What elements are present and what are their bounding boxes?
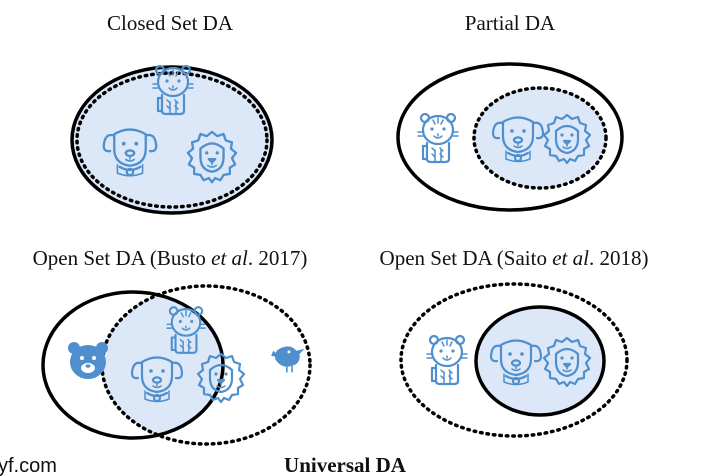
closed-set-target-domain: [75, 71, 269, 209]
open-set-busto-shared-area: [102, 292, 223, 438]
open-set-saito-source-domain: [474, 305, 606, 417]
universal-da-caption: Universal DA: [284, 453, 407, 476]
partial-source-domain: [396, 62, 624, 212]
open-set-saito-title: Open Set DA (Saito et al. 2018): [380, 246, 649, 270]
tiger-icon: [416, 112, 460, 164]
partial-panel: Partial DA: [396, 11, 624, 212]
open-set-saito-title-etal: et al: [552, 246, 589, 270]
open-set-busto-title: Open Set DA (Busto et al. 2017): [33, 246, 308, 270]
open-set-saito-target-domain: [399, 282, 629, 438]
partial-target-domain: [472, 86, 608, 190]
open-set-busto-title-etal: et al: [211, 246, 248, 270]
open-set-saito-panel: Open Set DA (Saito et al. 2018): [380, 246, 649, 438]
open-set-saito-title-suffix: . 2018): [589, 246, 649, 270]
tiger-icon: [425, 334, 469, 386]
closed-set-panel: Closed Set DA: [70, 11, 274, 215]
open-set-busto-panel: Open Set DA (Busto et al. 2017): [33, 246, 312, 446]
watermark-text: yf.com: [0, 455, 57, 476]
open-set-busto-title-suffix: . 2017): [248, 246, 308, 270]
open-set-busto-title-prefix: Open Set DA (Busto: [33, 246, 212, 270]
bird-icon: [270, 345, 306, 373]
closed-set-title: Closed Set DA: [107, 11, 234, 35]
partial-title: Partial DA: [465, 11, 556, 35]
open-set-saito-title-prefix: Open Set DA (Saito: [380, 246, 553, 270]
